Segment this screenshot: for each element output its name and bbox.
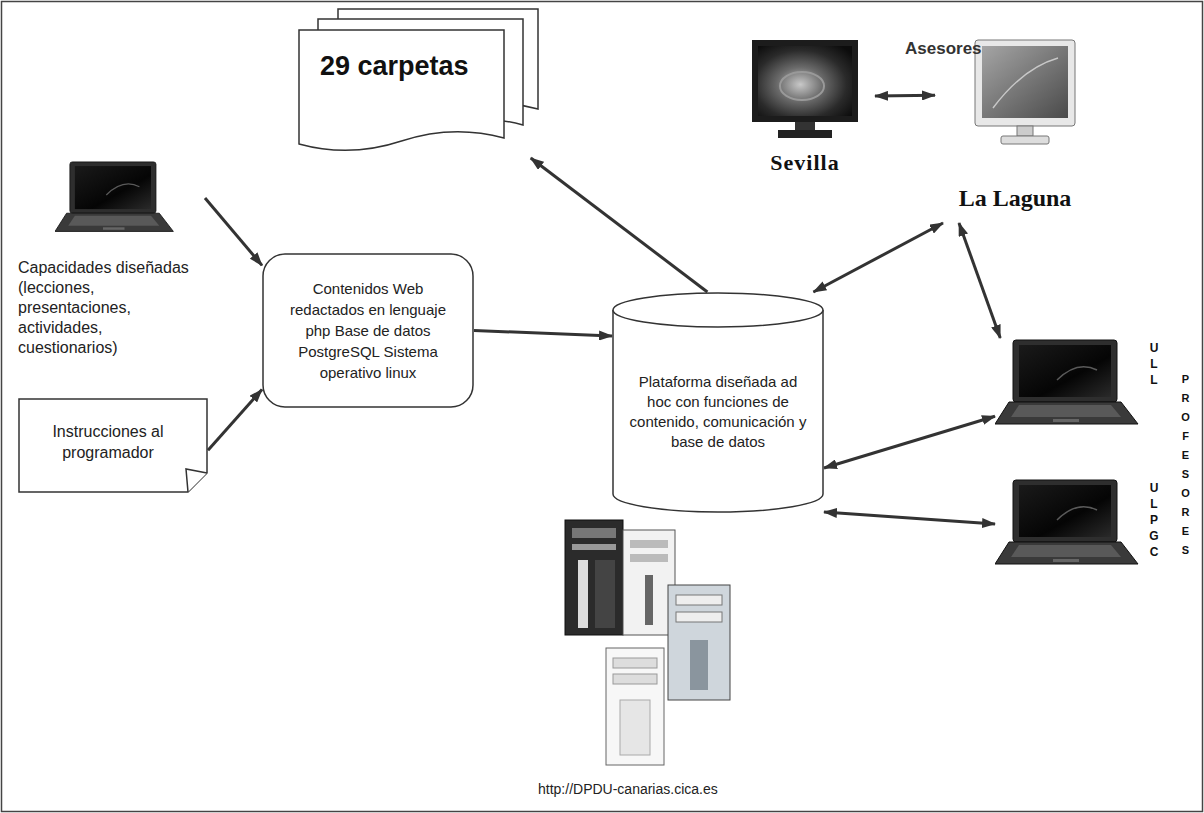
database-cylinder: Plataforma diseñada ad hoc con funciones… — [612, 292, 824, 512]
folder-stack: 29 carpetas — [298, 8, 543, 158]
node-text: La Laguna — [935, 184, 1095, 212]
device-icon — [55, 160, 175, 239]
device-icon — [995, 338, 1140, 432]
arrow-connector — [813, 223, 943, 292]
node-text: ULPGC — [1148, 480, 1160, 560]
arrow-connector — [824, 512, 995, 524]
url-label: http://DPDU-canarias.cica.es — [538, 780, 718, 798]
server-towers — [565, 520, 730, 765]
arrow-connector — [474, 331, 612, 337]
node-text: Sevilla — [735, 150, 875, 176]
arrow-connector — [959, 223, 1000, 338]
teacher-laptop: ULPGC — [995, 478, 1170, 570]
text-block: Plataforma diseñada ad hoc con funciones… — [628, 372, 808, 452]
text-block: Instrucciones al programador — [30, 421, 186, 463]
advisor-monitor: La Laguna — [935, 38, 1095, 223]
node-text: Capacidades diseñadas (lecciones, presen… — [18, 258, 196, 358]
advisor-monitor: Sevilla — [735, 38, 875, 183]
group-label: Asesores — [905, 38, 982, 60]
instruction-note: Instrucciones al programador — [18, 398, 208, 493]
process-box: Contenidos Web redactados en lenguaje ph… — [262, 253, 474, 408]
node-text: ULL — [1148, 340, 1160, 388]
node-text: Contenidos Web redactados en lenguaje ph… — [284, 278, 452, 383]
stack-outline — [298, 8, 543, 158]
node-text: Plataforma diseñada ad hoc con funciones… — [628, 372, 808, 452]
arrow-connector — [531, 158, 708, 292]
node-text: 29 carpetas — [320, 50, 469, 82]
arrow-connector — [824, 416, 995, 468]
vertical-group-label: PROFESORES — [1180, 370, 1191, 560]
device-icon — [750, 38, 860, 147]
text-block: Contenidos Web redactados en lenguaje ph… — [284, 278, 452, 383]
device-icon — [973, 38, 1078, 154]
arrow-connector — [208, 389, 262, 450]
node-text: Instrucciones al programador — [30, 421, 186, 463]
laptop-source: Capacidades diseñadas (lecciones, presen… — [15, 158, 205, 358]
device-icon — [995, 478, 1140, 572]
arrow-connector — [875, 94, 935, 98]
arrow-connector — [205, 198, 262, 265]
teacher-laptop: ULL — [995, 338, 1170, 430]
